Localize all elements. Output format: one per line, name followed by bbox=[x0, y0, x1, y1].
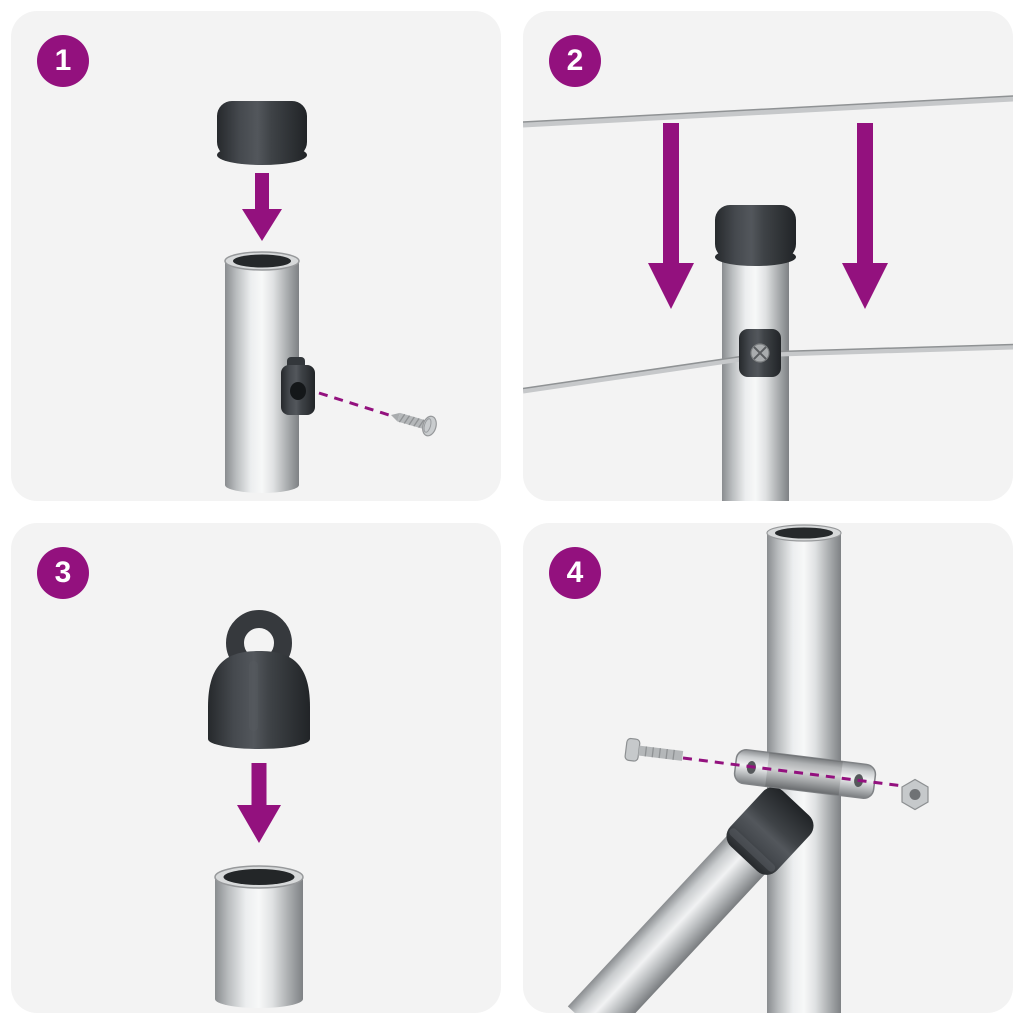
arrow-down-right-icon bbox=[842, 123, 888, 309]
post-cap bbox=[217, 101, 307, 165]
eyelet-cap bbox=[208, 610, 310, 749]
dashed-guide-line bbox=[318, 391, 390, 417]
step-1-badge: 1 bbox=[37, 35, 89, 87]
arrow-down-icon bbox=[242, 173, 282, 241]
panel-step-4: 4 bbox=[523, 523, 1013, 1013]
step-4-illustration bbox=[567, 524, 929, 1013]
nut bbox=[901, 778, 929, 811]
step-4-badge: 4 bbox=[549, 547, 601, 599]
step-2-badge: 2 bbox=[549, 35, 601, 87]
upper-wire bbox=[523, 95, 1013, 128]
arrow-down-icon bbox=[237, 763, 281, 843]
post-tube bbox=[722, 257, 789, 501]
panel-step-2: 2 bbox=[523, 11, 1013, 501]
post-cap bbox=[715, 205, 796, 266]
wire-clamp bbox=[739, 329, 781, 377]
step-2-illustration bbox=[523, 95, 1013, 501]
tension-wire bbox=[523, 343, 1013, 394]
wire-bracket bbox=[281, 357, 315, 415]
clamp-band bbox=[733, 748, 877, 800]
arrow-down-left-icon bbox=[648, 123, 694, 309]
bolt bbox=[624, 737, 684, 762]
open-tube bbox=[214, 865, 304, 1008]
dashed-guide-line bbox=[682, 756, 904, 788]
panel-step-1: 1 bbox=[11, 11, 501, 501]
step-2-number: 2 bbox=[566, 44, 584, 77]
screw bbox=[391, 412, 437, 437]
step-1-number: 1 bbox=[54, 44, 72, 77]
step-3-number: 3 bbox=[54, 556, 72, 589]
brace-connector bbox=[726, 787, 814, 875]
step-1-illustration bbox=[217, 101, 437, 493]
panel-step-3: 3 bbox=[11, 523, 501, 1013]
step-3-illustration bbox=[208, 610, 310, 1008]
step-3-badge: 3 bbox=[37, 547, 89, 599]
step-4-number: 4 bbox=[566, 556, 584, 589]
